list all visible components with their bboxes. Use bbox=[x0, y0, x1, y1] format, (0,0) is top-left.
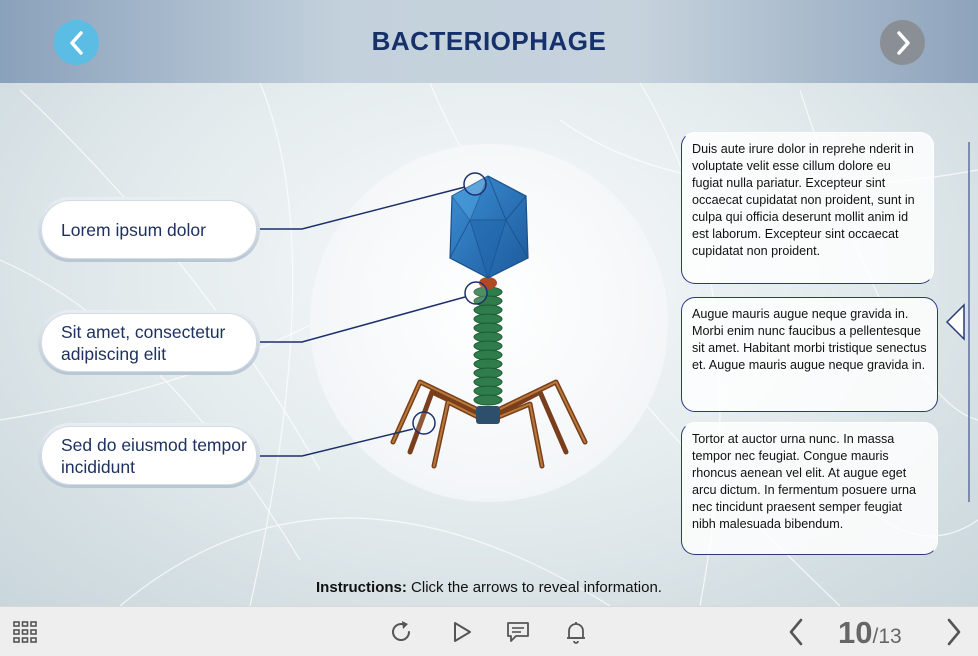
notifications-button[interactable] bbox=[563, 619, 589, 645]
callout-collar[interactable]: Sit amet, consectetur adipiscing elit bbox=[38, 310, 260, 375]
instructions-body: Click the arrows to reveal information. bbox=[406, 579, 662, 596]
side-rail bbox=[968, 142, 970, 502]
prev-slide-button[interactable] bbox=[54, 20, 99, 65]
chevron-right-icon bbox=[896, 30, 910, 55]
callout-label: Sit amet, consectetur adipiscing elit bbox=[41, 313, 257, 372]
menu-button[interactable] bbox=[12, 619, 38, 645]
total-pages: /13 bbox=[872, 625, 902, 648]
header-bar: BACTERIOPHAGE bbox=[0, 0, 978, 83]
page-counter: 10/13 bbox=[838, 615, 902, 651]
next-page-button[interactable] bbox=[941, 618, 967, 646]
callout-label: Sed do eiusmod tempor incididunt bbox=[41, 426, 257, 485]
instructions-text: Instructions: Click the arrows to reveal… bbox=[0, 579, 978, 596]
replay-button[interactable] bbox=[388, 619, 414, 645]
chevron-right-icon bbox=[947, 618, 961, 646]
triangle-left-icon bbox=[945, 303, 965, 341]
player-controls: 10/13 bbox=[0, 606, 978, 656]
page-title: BACTERIOPHAGE bbox=[371, 26, 607, 56]
current-page: 10 bbox=[838, 615, 873, 650]
info-box-active: Augue mauris augue neque gravida in. Mor… bbox=[681, 297, 938, 412]
grid-menu-icon bbox=[13, 621, 37, 643]
slide-stage: BACTERIOPHAGE bbox=[0, 0, 978, 606]
prev-page-button[interactable] bbox=[783, 618, 809, 646]
callout-label: Lorem ipsum dolor bbox=[41, 200, 257, 259]
info-box: Tortor at auctor urna nunc. In massa tem… bbox=[681, 422, 938, 555]
next-slide-button[interactable] bbox=[880, 20, 925, 65]
callout-capsid[interactable]: Lorem ipsum dolor bbox=[38, 197, 260, 262]
chevron-left-icon bbox=[789, 618, 803, 646]
instructions-label: Instructions: bbox=[316, 579, 407, 596]
bacteriophage-illustration bbox=[260, 172, 588, 469]
captions-button[interactable] bbox=[505, 619, 531, 645]
play-icon bbox=[454, 622, 471, 642]
captions-icon bbox=[507, 622, 529, 642]
play-button[interactable] bbox=[449, 619, 475, 645]
chevron-left-icon bbox=[69, 30, 83, 55]
replay-icon bbox=[392, 621, 410, 641]
callout-tail-fibers[interactable]: Sed do eiusmod tempor incididunt bbox=[38, 423, 260, 488]
info-box: Duis aute irure dolor in reprehe nderit … bbox=[681, 132, 934, 284]
bell-icon bbox=[567, 622, 585, 644]
reveal-arrow-button[interactable] bbox=[944, 302, 968, 342]
